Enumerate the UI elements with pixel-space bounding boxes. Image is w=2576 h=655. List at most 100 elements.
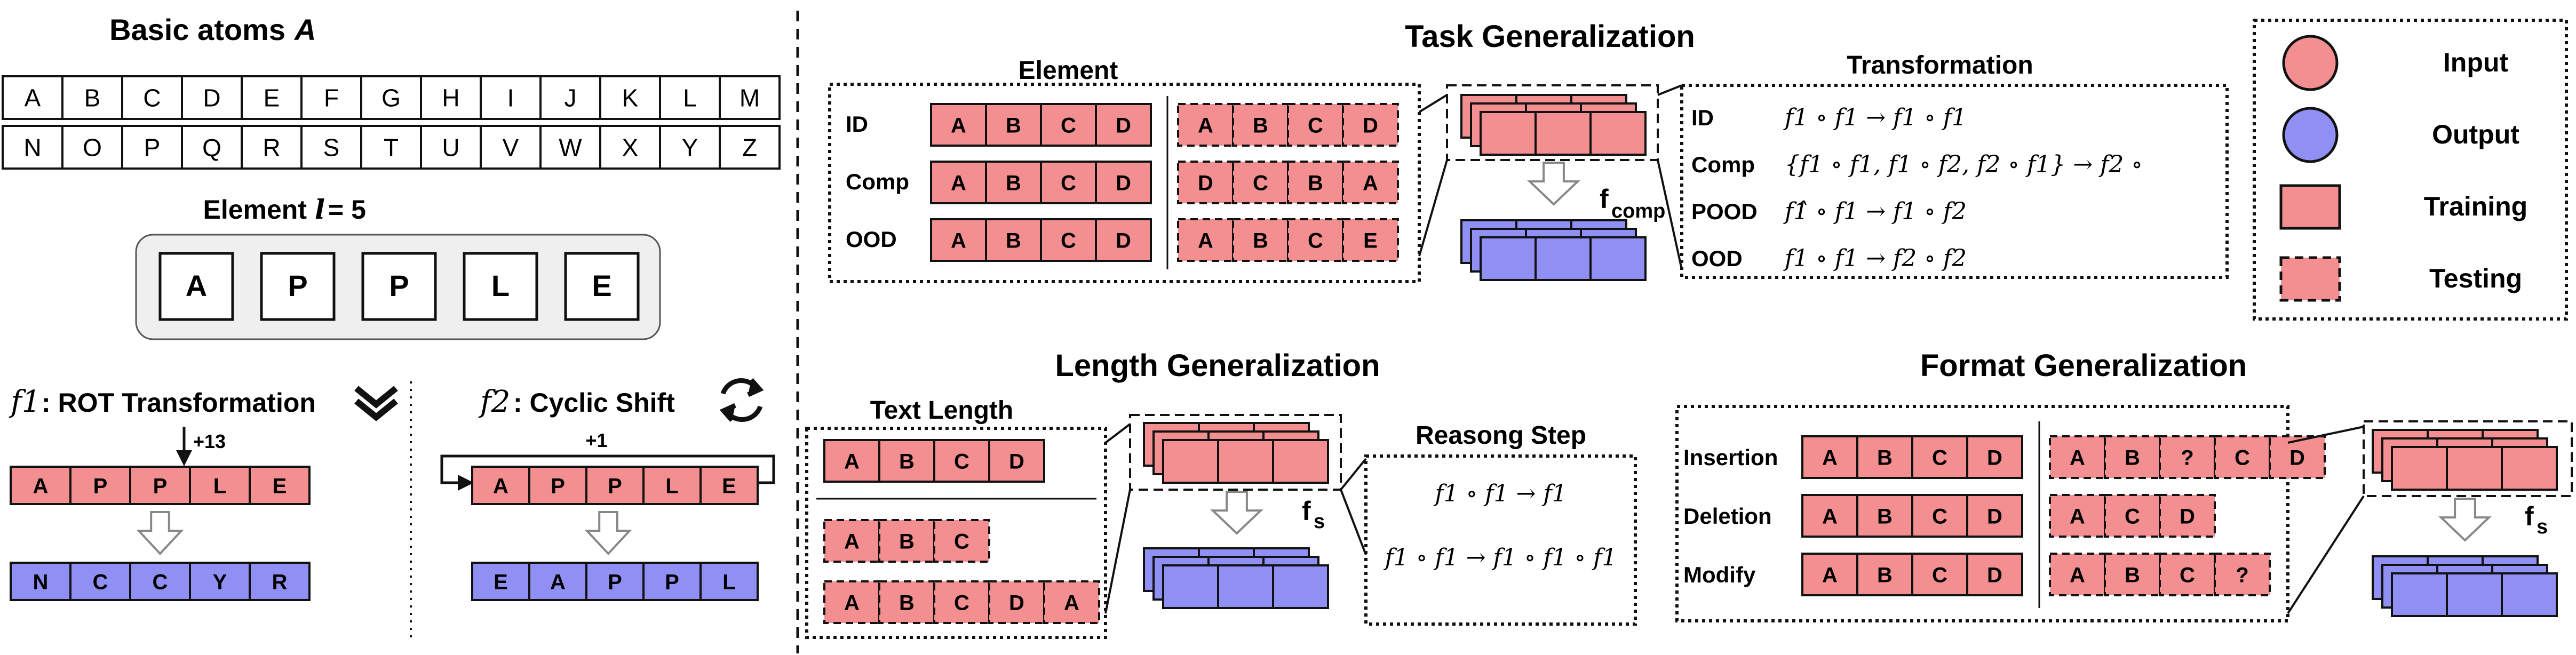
format-row-label: Insertion [1683, 445, 1778, 470]
cell [878, 439, 935, 483]
f2-shift: +1 [585, 429, 607, 451]
format-box [1675, 405, 2289, 622]
cell-letter: T [384, 134, 399, 162]
cell-letter: C [1932, 446, 1947, 469]
length-text-header: Text Length [870, 396, 1013, 425]
format-row-label: Deletion [1683, 504, 1772, 529]
cell [539, 125, 601, 170]
cell [1095, 218, 1152, 262]
format-stack-box [2363, 420, 2573, 497]
cell-letter: D [1116, 114, 1131, 137]
cell [471, 562, 530, 601]
cell [181, 125, 243, 170]
cell-letter: A [493, 474, 508, 498]
task-stack-input [1460, 94, 1647, 156]
apple-cell [361, 252, 437, 321]
stack-cell [1272, 439, 1329, 484]
cell-letter: E [1363, 229, 1378, 252]
cell [642, 562, 702, 601]
cell [300, 75, 362, 120]
cell [2214, 553, 2271, 596]
cell [2049, 553, 2106, 596]
cell-letter: R [263, 134, 280, 162]
cell [1966, 553, 2023, 596]
stack-cell [1535, 111, 1592, 156]
cell-letter: A [1822, 446, 1838, 469]
cell-letter: B [1877, 505, 1893, 528]
cell-letter: C [1932, 505, 1947, 528]
transform-label: ID [1691, 105, 1714, 130]
cell-letter: ? [2181, 446, 2193, 469]
cell [719, 125, 781, 170]
cell [1040, 218, 1097, 262]
cell [988, 439, 1045, 483]
cell-letter: C [1061, 229, 1076, 252]
cell-letter: H [442, 84, 459, 112]
cell [699, 562, 759, 601]
length-zoom-line-top [1104, 423, 1131, 444]
apple-cell [260, 252, 336, 321]
cell-letter: N [33, 570, 49, 594]
cell [1801, 553, 1858, 596]
cell [420, 75, 482, 120]
format-row-label: Modify [1683, 562, 1756, 587]
cell [2159, 494, 2216, 538]
legend-label: Output [2432, 119, 2519, 149]
cell [1287, 161, 1344, 204]
cell-letter: P [551, 474, 565, 498]
cell-letter: F [324, 84, 339, 112]
cell-letter: P [608, 570, 622, 594]
cell [2269, 435, 2326, 479]
cell-letter: N [23, 134, 41, 162]
cell-letter: C [954, 591, 969, 614]
cell-letter: P [144, 134, 161, 162]
stack-cell [2446, 572, 2503, 617]
format-func-main: f [2525, 501, 2534, 531]
cell [2104, 494, 2161, 538]
cell-letter: B [899, 530, 915, 553]
cell-letter: L [683, 84, 697, 112]
cell-letter: G [381, 84, 401, 112]
format-stack-arrow [2438, 498, 2492, 542]
cell [2, 125, 63, 170]
cell-letter: D [1116, 171, 1131, 195]
cell [1911, 553, 1968, 596]
down-arrow-shape [584, 511, 632, 555]
cell-letter: E [494, 570, 508, 594]
cell [1287, 103, 1344, 147]
cell [2214, 435, 2271, 479]
cell-letter: B [84, 84, 101, 112]
transform-label: Comp [1691, 152, 1755, 177]
cell [2049, 435, 2106, 479]
cell-letter: C [954, 530, 969, 553]
cell-letter: C [954, 450, 969, 473]
cell-letter: D [203, 84, 220, 112]
cell [121, 125, 183, 170]
apple-letter: E [592, 269, 611, 302]
task-element-box [828, 83, 1421, 283]
cell [878, 519, 935, 563]
cell [1856, 553, 1913, 596]
down-arrow-shape [2438, 498, 2492, 542]
cell-letter: P [608, 474, 622, 498]
cell-letter: A [33, 474, 49, 498]
legend-label: Testing [2429, 263, 2522, 293]
cell-letter: B [1253, 114, 1268, 137]
cell [985, 218, 1042, 262]
cell-letter: X [622, 134, 639, 162]
cell [360, 75, 422, 120]
cell-letter: B [899, 591, 915, 614]
cell [659, 125, 721, 170]
format-zoom-line-bottom [2287, 495, 2365, 614]
cell-letter: Z [742, 134, 757, 162]
cell-letter: C [2125, 505, 2140, 528]
stack-cell [1162, 564, 1219, 609]
cell-letter: P [665, 570, 679, 594]
task-zoom-line-right-top [1657, 84, 1682, 96]
